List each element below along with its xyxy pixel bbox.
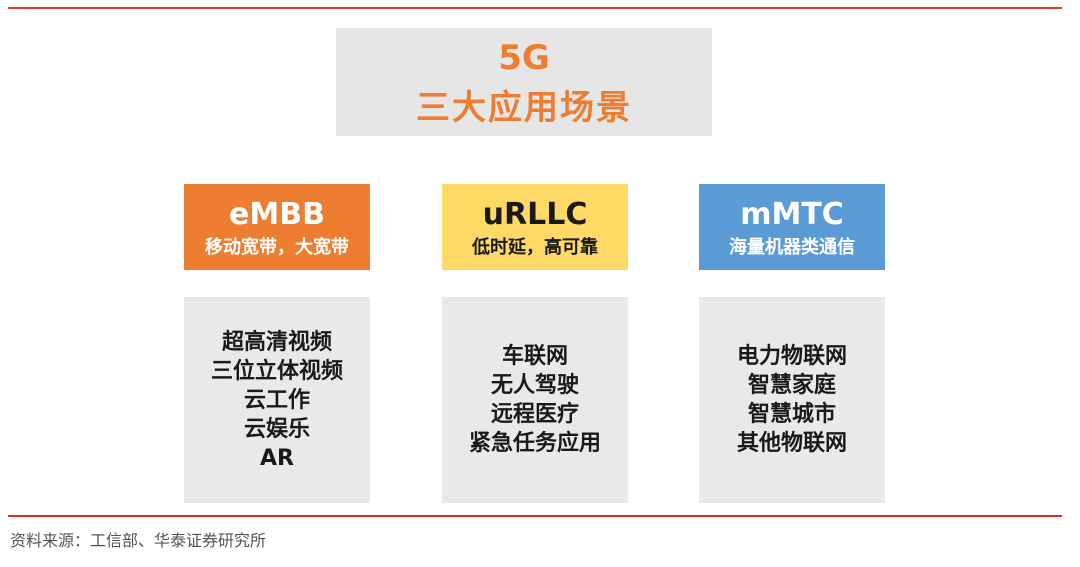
top-divider — [8, 7, 1062, 9]
scenario-description: 海量机器类通信 — [729, 237, 855, 258]
applications-panel-mmtc: 电力物联网 智慧家庭 智慧城市 其他物联网 — [699, 297, 885, 503]
diagram-title-box: 5G 三大应用场景 — [336, 28, 712, 136]
application-item: 其他物联网 — [736, 431, 847, 456]
scenario-header-embb: eMBB 移动宽带，大宽带 — [184, 184, 370, 270]
applications-panel-urllc: 车联网 无人驾驶 远程医疗 紧急任务应用 — [442, 297, 628, 503]
application-item: 车联网 — [501, 344, 568, 369]
scenario-name: eMBB — [229, 197, 325, 232]
application-item: 无人驾驶 — [490, 373, 579, 398]
scenario-name: mMTC — [740, 197, 844, 232]
application-item: 紧急任务应用 — [468, 431, 601, 456]
scenario-name: uRLLC — [482, 197, 588, 232]
title-line-2: 三大应用场景 — [416, 88, 632, 128]
application-item: 三位立体视频 — [210, 358, 343, 384]
scenario-header-urllc: uRLLC 低时延，高可靠 — [442, 184, 628, 270]
applications-panel-embb: 超高清视频 三位立体视频 云工作 云娱乐 AR — [184, 297, 370, 503]
application-item: 云工作 — [243, 387, 310, 413]
application-item: AR — [260, 445, 294, 471]
scenario-description: 低时延，高可靠 — [472, 237, 598, 258]
application-item: 云娱乐 — [243, 416, 310, 442]
application-item: 超高清视频 — [221, 329, 332, 355]
source-note: 资料来源：工信部、华泰证券研究所 — [10, 531, 267, 550]
bottom-divider — [8, 515, 1062, 517]
scenario-header-mmtc: mMTC 海量机器类通信 — [699, 184, 885, 270]
application-item: 智慧家庭 — [747, 373, 836, 398]
application-item: 远程医疗 — [490, 402, 579, 427]
scenario-description: 移动宽带，大宽带 — [205, 237, 349, 258]
title-line-1: 5G — [498, 38, 550, 78]
application-item: 电力物联网 — [736, 344, 847, 369]
application-item: 智慧城市 — [747, 402, 836, 427]
